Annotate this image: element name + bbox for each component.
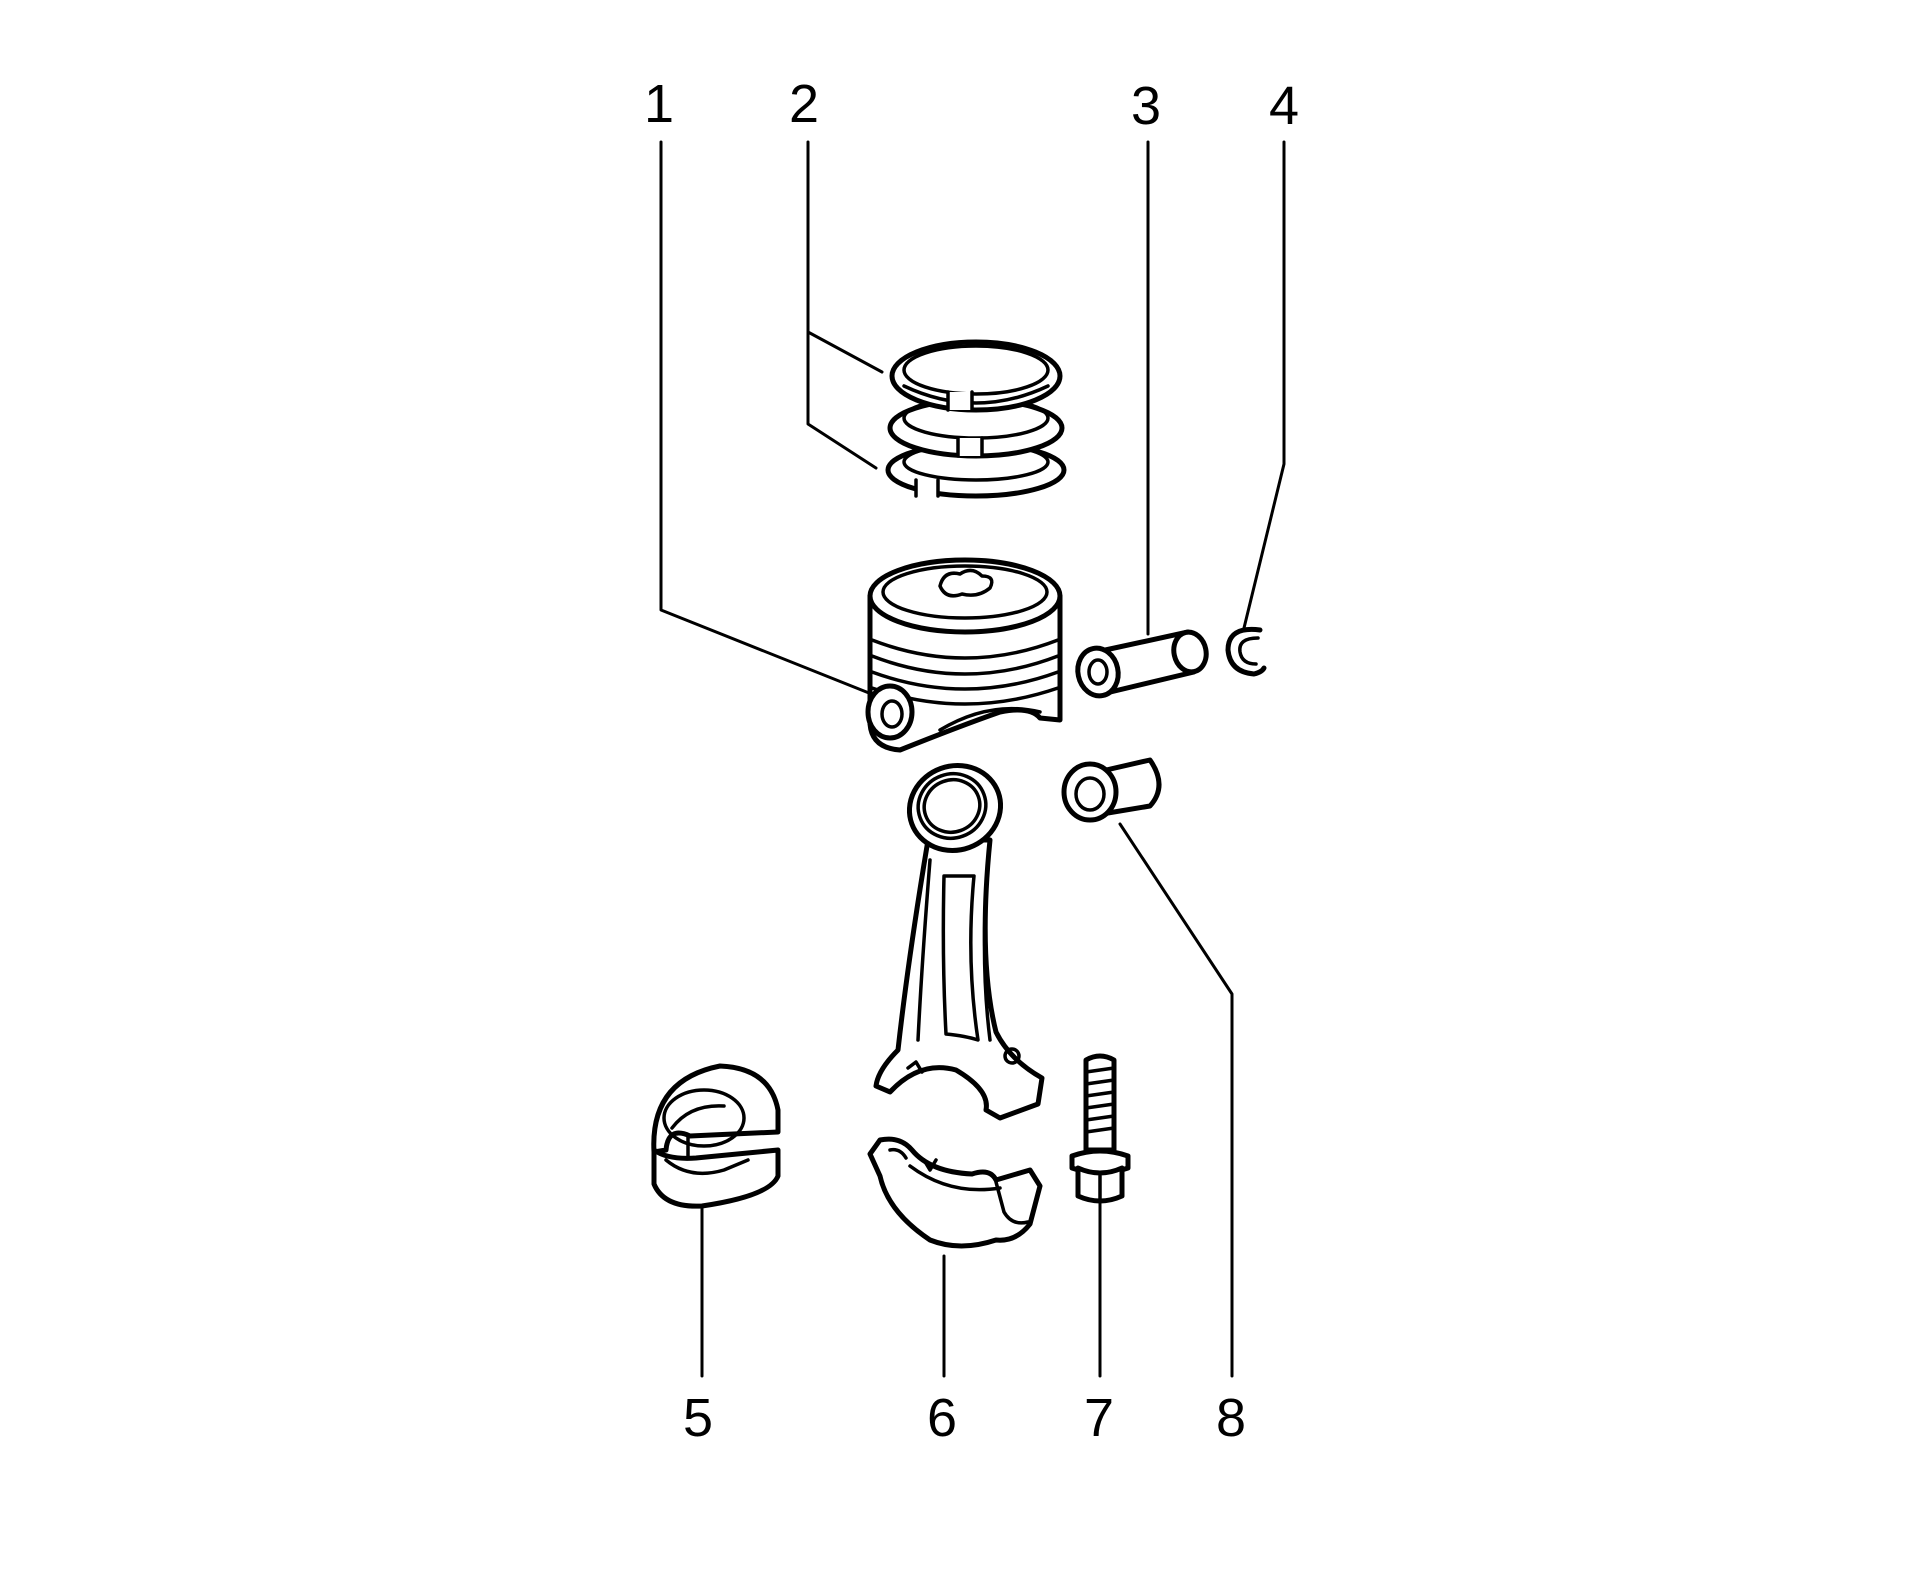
- callout-1-number: 1: [644, 74, 674, 134]
- leader-line-4: [1242, 140, 1286, 630]
- callout-7-number: 7: [1084, 1388, 1114, 1448]
- big-end-bearing-shells: [651, 1063, 781, 1209]
- piston: [865, 557, 1063, 753]
- callout-5-number: 5: [683, 1388, 713, 1448]
- leader-line-1: [659, 140, 876, 697]
- callout-2-number: 2: [789, 74, 819, 134]
- connecting-rod-cap: [867, 1136, 1043, 1249]
- small-end-bush: [1061, 757, 1162, 823]
- connecting-rod-bolt: [1069, 1053, 1131, 1204]
- callout-8-number: 8: [1216, 1388, 1246, 1448]
- circlip: [1225, 626, 1267, 677]
- leader-line-8: [1118, 822, 1234, 1378]
- callout-3-number: 3: [1131, 76, 1161, 136]
- piston-rings: [885, 339, 1067, 499]
- callout-4-number: 4: [1269, 76, 1299, 136]
- leader-line-2: [806, 140, 884, 470]
- connecting-rod: [873, 763, 1045, 1121]
- piston-pin: [1075, 629, 1209, 699]
- callout-6-number: 6: [927, 1388, 957, 1448]
